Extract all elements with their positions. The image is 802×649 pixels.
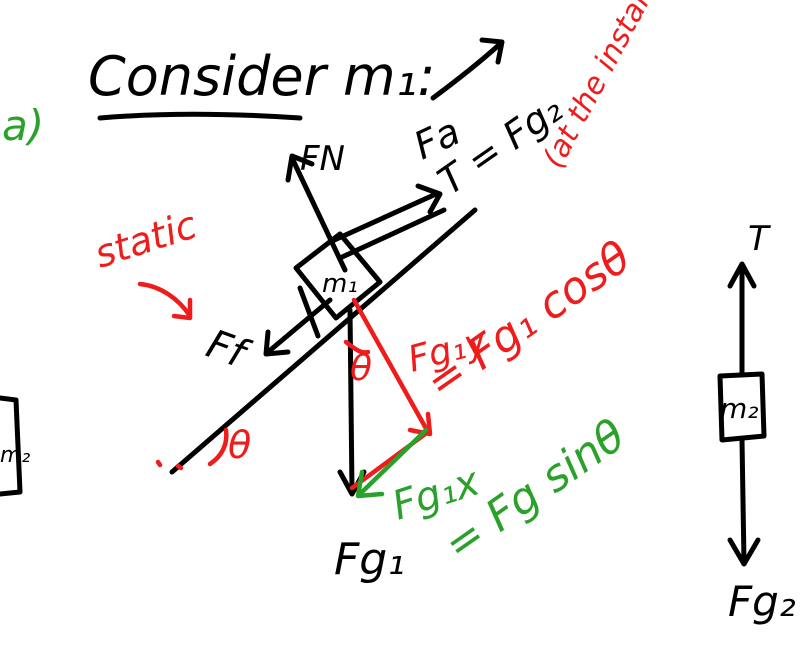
- incline-surface: [169, 207, 478, 475]
- tension-note: (at the instant it starts to move): [536, 0, 794, 174]
- heading-underline: [97, 111, 303, 121]
- m2-tension-label: T: [748, 219, 771, 259]
- normal-force-arrow: [285, 153, 348, 273]
- block-m1-label: m₁: [322, 269, 358, 299]
- m2-tension-arrow: [727, 261, 757, 377]
- static-note: static: [89, 202, 202, 276]
- m2-weight-label: Fg₂: [728, 577, 796, 626]
- fg-x-component-arrow: [355, 427, 429, 499]
- incline-angle-label: θ: [228, 423, 251, 467]
- block-angle-arc: [343, 339, 371, 355]
- motion-direction-arrow: [430, 37, 505, 101]
- tension-double-arrow: [327, 183, 447, 261]
- normal-force-label: FN: [300, 139, 345, 179]
- static-pointer-arrow: [137, 281, 193, 321]
- block-m1: [293, 231, 383, 339]
- m2-weight-arrow: [727, 437, 761, 567]
- block-m2-partial-label: m₂: [0, 443, 30, 468]
- incline-dashes: [155, 459, 184, 471]
- block-angle-label: θ: [350, 348, 372, 389]
- weight-arrow: [337, 307, 367, 497]
- incline-angle-arc: [207, 427, 229, 467]
- block-m2: [717, 371, 767, 443]
- weight-label: Fg₁: [334, 534, 405, 585]
- part-label: a): [2, 101, 44, 150]
- fg-y-component-arrow: [349, 297, 433, 491]
- friction-label: Ff: [201, 321, 257, 379]
- block-m2-partial: [0, 395, 23, 497]
- fg-y-equation: = Fg₁ cosθ: [417, 231, 640, 409]
- friction-force-arrow: [263, 297, 333, 357]
- block-m2-label: m₂: [720, 392, 759, 425]
- heading: Consider m₁:: [88, 45, 435, 108]
